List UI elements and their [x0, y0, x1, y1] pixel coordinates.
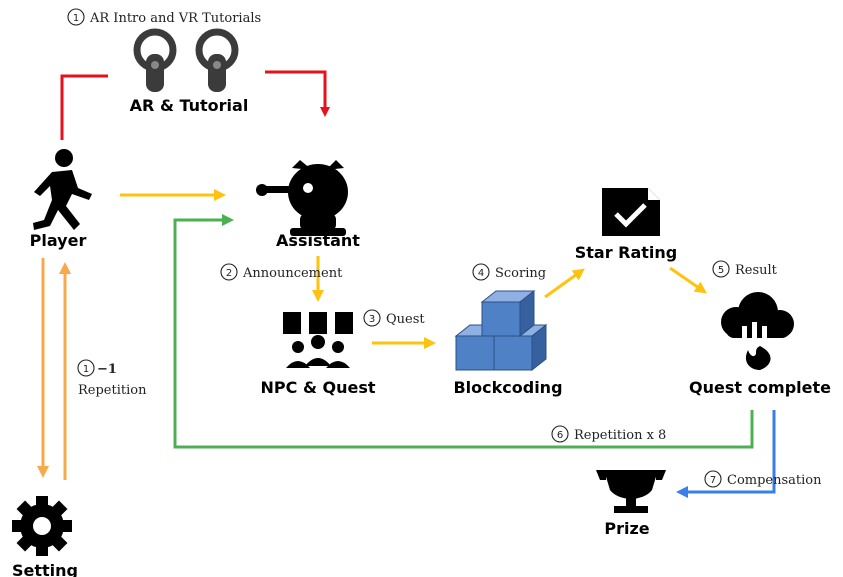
walking-person-icon — [33, 149, 92, 230]
step-1-number: 1 — [73, 13, 79, 24]
step-7-label: 7 Compensation — [704, 470, 822, 488]
step-3-label: 3 Quest — [363, 309, 425, 327]
trophy-icon — [596, 470, 666, 513]
player-label: Player — [30, 231, 87, 250]
arrow-ar-to-assistant — [265, 70, 330, 117]
setting-label: Setting — [12, 561, 78, 577]
cloud-fire-icon — [721, 292, 794, 370]
vr-controllers-icon — [133, 28, 239, 92]
arrow-blockcoding-to-star — [544, 268, 585, 299]
arrow-player-to-ar — [60, 74, 108, 140]
step-4-number: 4 — [478, 268, 484, 279]
step-6-label: 6 Repetition x 8 — [551, 425, 666, 443]
step-2-label: 2 Announcement — [220, 263, 343, 281]
step-1-1-suffix: −1 — [97, 362, 117, 377]
step-5-label: 5 Result — [712, 260, 778, 278]
assistant-label: Assistant — [276, 231, 360, 250]
npc-quest-label: NPC & Quest — [261, 378, 376, 397]
step-4-text: Scoring — [495, 266, 546, 281]
step-1-text: AR Intro and VR Tutorials — [89, 11, 261, 26]
quest-complete-label: Quest complete — [689, 378, 831, 397]
star-rating-label: Star Rating — [575, 243, 678, 262]
step-3-text: Quest — [386, 312, 425, 327]
step-1-1-number: 1 — [83, 364, 89, 375]
arrow-star-to-quest — [669, 266, 707, 294]
prize-label: Prize — [604, 519, 649, 538]
step-4-label: 4 Scoring — [472, 263, 546, 281]
arrow-repetition-loop — [173, 214, 754, 449]
step-2-text: Announcement — [242, 266, 343, 281]
step-6-number: 6 — [557, 430, 563, 441]
step-1-1-text: Repetition — [78, 383, 147, 398]
ar-tutorial-label: AR & Tutorial — [130, 96, 249, 115]
step-5-text: Result — [735, 263, 778, 278]
gear-icon — [12, 496, 72, 556]
arrow-quest-to-prize — [676, 410, 776, 498]
step-7-number: 7 — [710, 475, 716, 486]
step-5-number: 5 — [718, 265, 724, 276]
step-3-number: 3 — [369, 314, 375, 325]
step-1-label: 1 AR Intro and VR Tutorials — [67, 8, 261, 26]
step-7-text: Compensation — [727, 473, 822, 488]
blockcoding-label: Blockcoding — [453, 378, 562, 397]
assistant-robot-icon — [256, 160, 348, 236]
blocks-icon — [454, 289, 548, 372]
step-2-number: 2 — [226, 268, 232, 279]
step-1-1-label: 1 −1 Repetition — [77, 359, 147, 398]
star-document-icon — [602, 188, 660, 236]
step-6-text: Repetition x 8 — [574, 428, 666, 443]
npc-group-icon — [283, 312, 353, 368]
